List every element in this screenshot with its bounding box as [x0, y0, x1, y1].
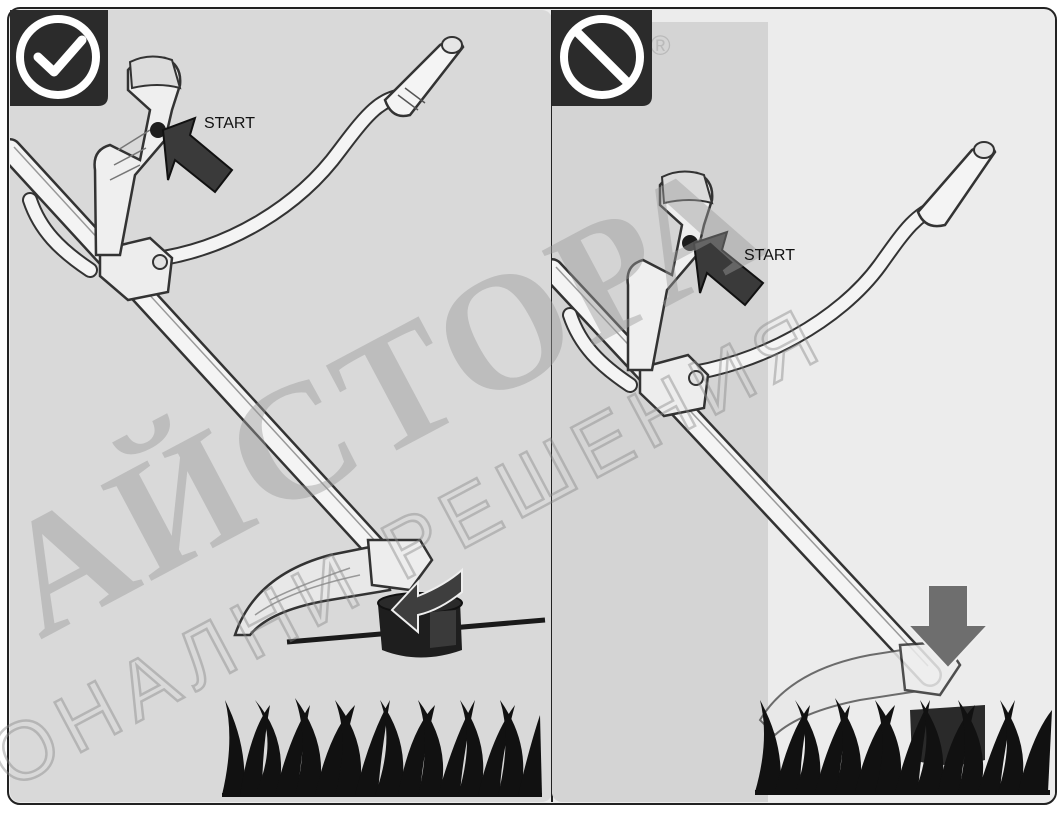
checkmark-icon	[20, 19, 96, 95]
start-label-right: START	[744, 247, 795, 265]
badge-incorrect	[552, 10, 652, 106]
watermark-mark: ®	[650, 30, 671, 61]
badge-correct	[10, 10, 108, 106]
start-label-left: START	[204, 115, 255, 133]
